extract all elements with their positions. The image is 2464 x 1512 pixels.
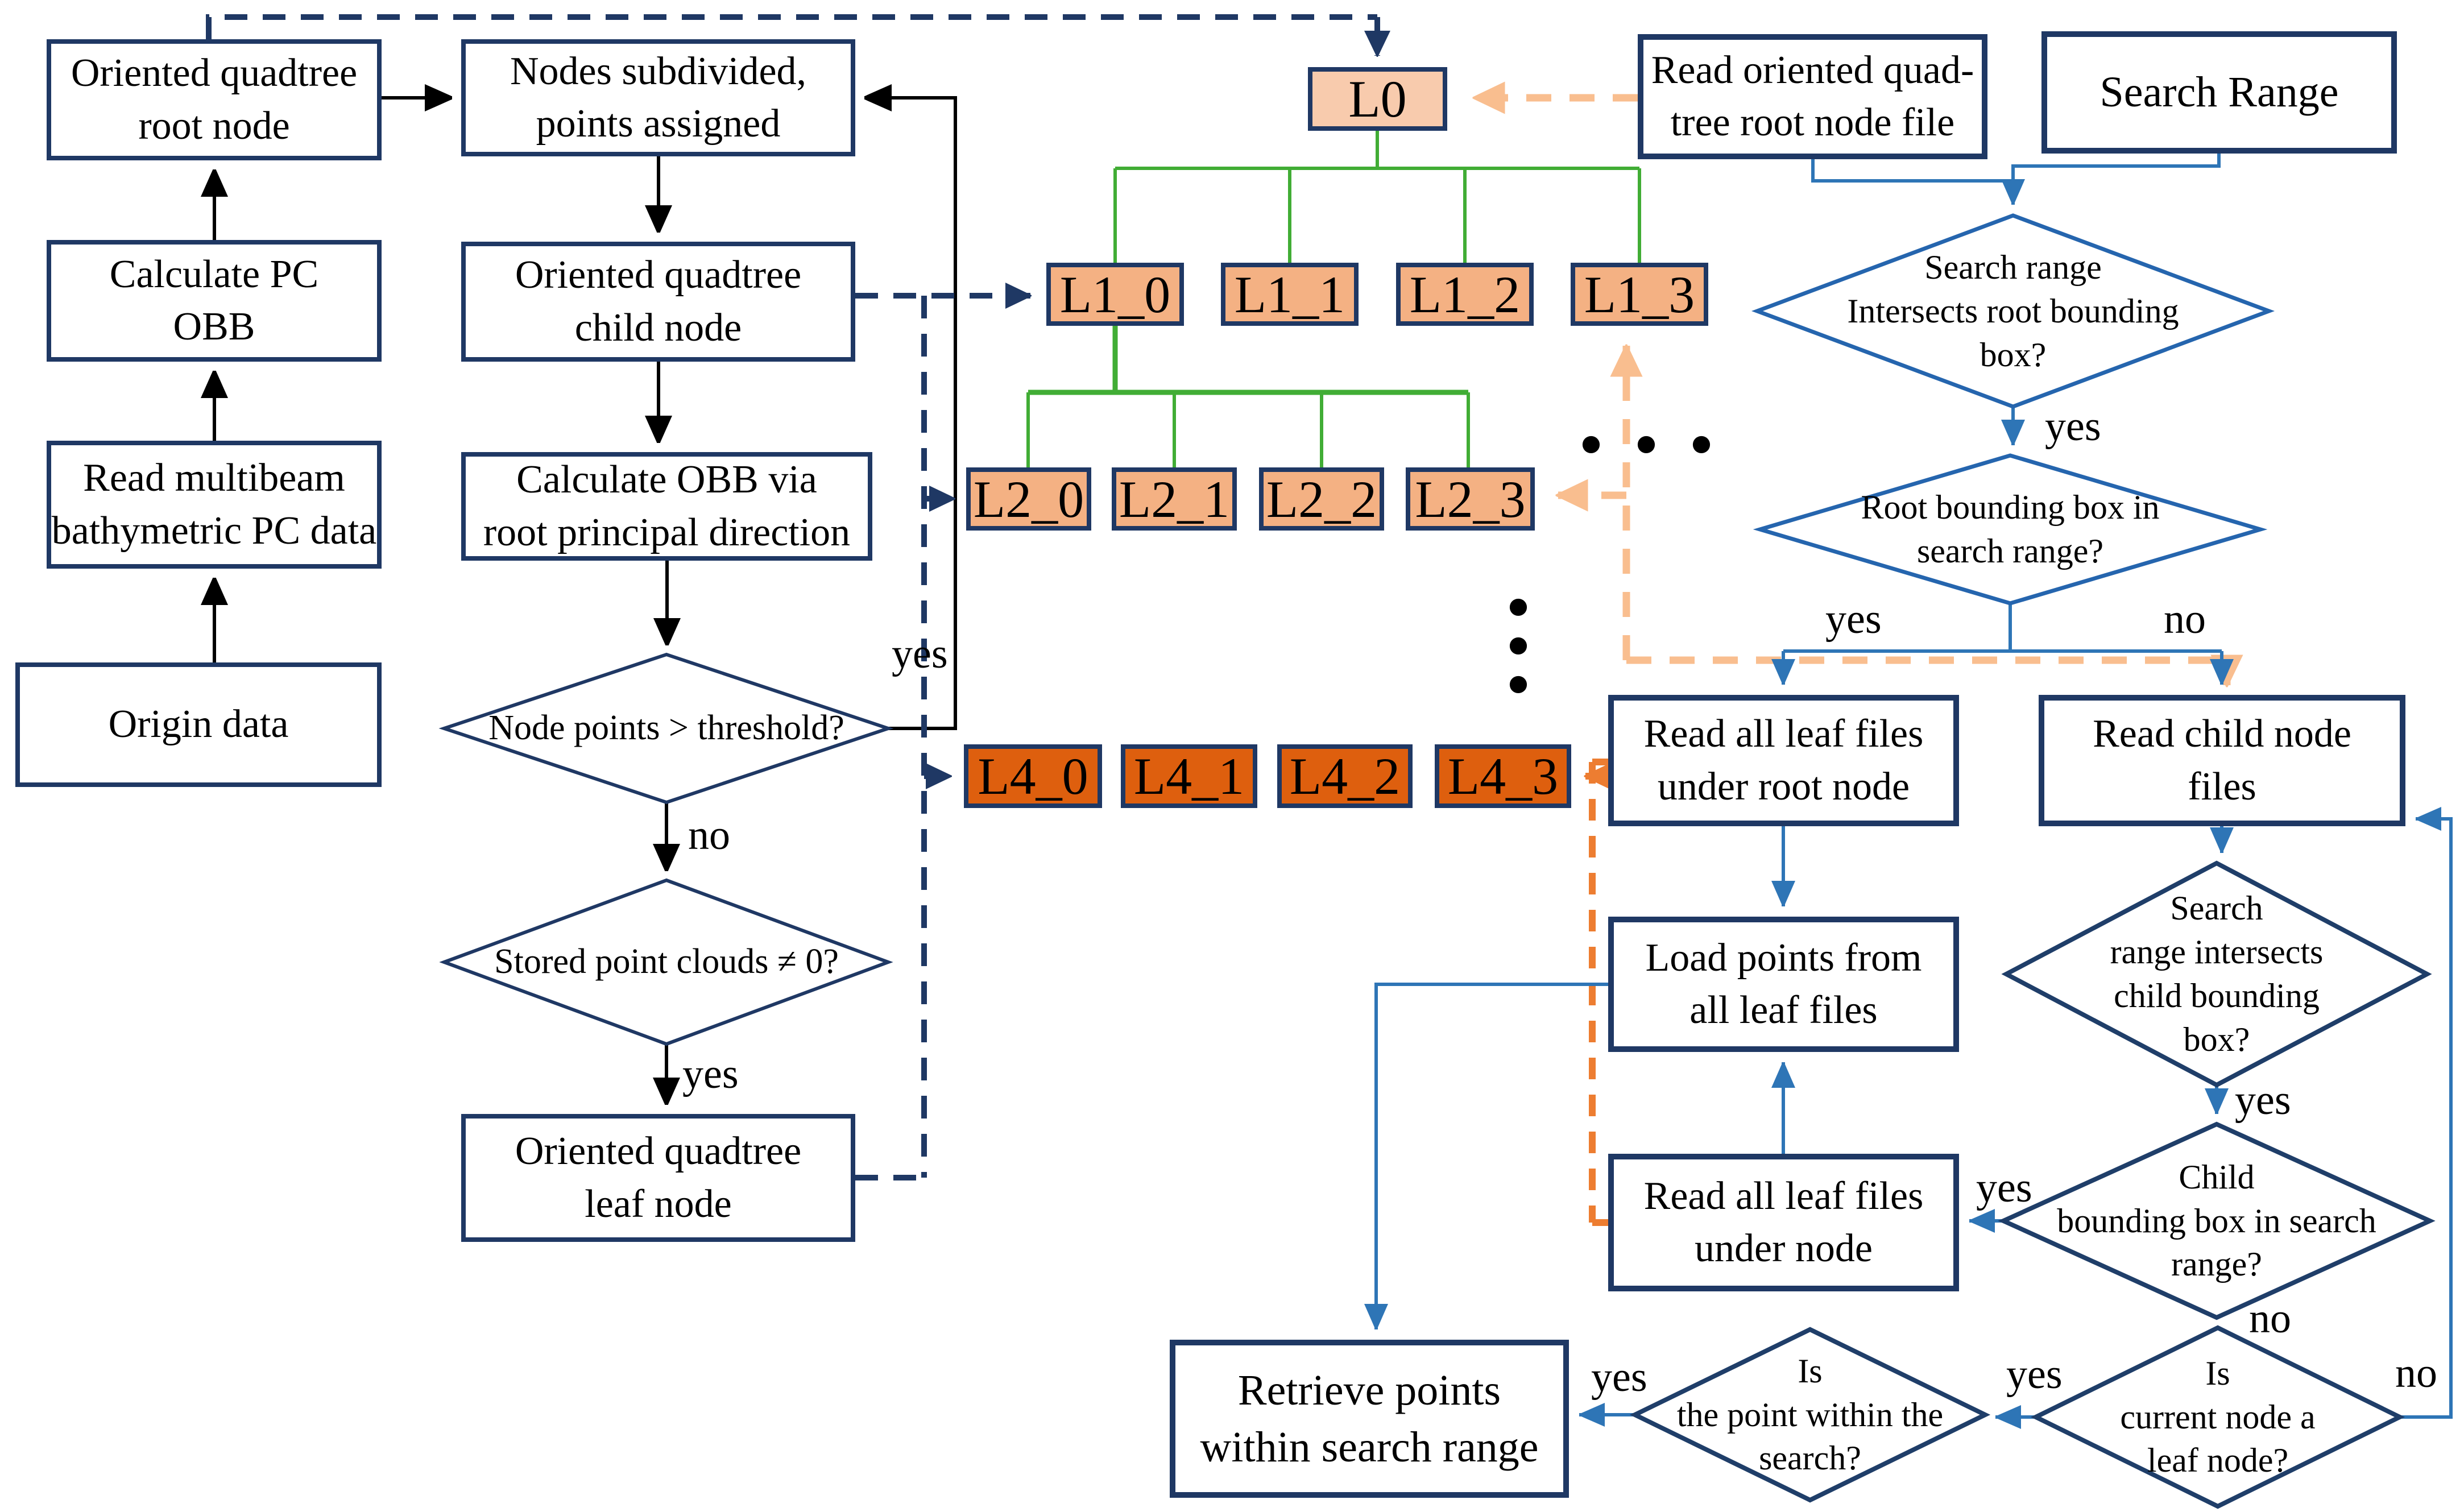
read-child-files-box: Read child node files bbox=[2039, 695, 2405, 826]
d5-yes-label: yes bbox=[2006, 1351, 2063, 1398]
threshold-no-label: no bbox=[688, 812, 730, 859]
tree-node-l2-0: L2_0 bbox=[966, 467, 1091, 531]
vertical-ellipsis-icon: ••• bbox=[1502, 581, 1534, 715]
read-root-file-box: Read oriented quad- tree root node file bbox=[1638, 34, 1987, 159]
d5-no-label: no bbox=[2395, 1350, 2437, 1397]
search-range-box: Search Range bbox=[2041, 31, 2397, 154]
nodes-subdivided-box: Nodes subdivided, points assigned bbox=[461, 39, 855, 156]
d2-no-label: no bbox=[2164, 596, 2206, 643]
d4-no-label: no bbox=[2249, 1295, 2291, 1342]
tree-node-l1-1: L1_1 bbox=[1221, 263, 1359, 326]
d3-intersects-child-label: Search range intersects child bounding b… bbox=[2110, 889, 2324, 1058]
horizontal-ellipsis-icon: ••• bbox=[1575, 418, 1717, 475]
tree-node-l2-1: L2_1 bbox=[1112, 467, 1237, 531]
d2-yes-label: yes bbox=[1825, 596, 1882, 643]
d4-yes-label: yes bbox=[1976, 1165, 2032, 1211]
navy-dashed-links bbox=[206, 14, 1377, 1180]
tree-node-l2-2: L2_2 bbox=[1259, 467, 1384, 531]
d6-yes-label: yes bbox=[1591, 1354, 1647, 1401]
black-flow bbox=[214, 98, 957, 1105]
calc-obb-root-direction-box: Calculate OBB via root principal directi… bbox=[461, 452, 872, 561]
tree-node-l2-3: L2_3 bbox=[1406, 467, 1535, 531]
oriented-root-node-box: Oriented quadtree root node bbox=[47, 39, 382, 160]
tree-node-l1-2: L1_2 bbox=[1396, 263, 1534, 326]
blue-flow bbox=[1376, 154, 2453, 1417]
origin-data-box: Origin data bbox=[15, 662, 382, 787]
threshold-decision-label: Node points > threshold? bbox=[488, 709, 844, 748]
tree-node-l4-1: L4_1 bbox=[1121, 744, 1257, 808]
read-leaf-node-box: Read all leaf files under node bbox=[1608, 1154, 1959, 1291]
d4-child-in-range-label: Child bounding box in search range? bbox=[2057, 1158, 2376, 1283]
tree-links bbox=[1026, 131, 1641, 467]
load-points-box: Load points from all leaf files bbox=[1608, 917, 1959, 1052]
retrieve-points-box: Retrieve points within search range bbox=[1170, 1340, 1569, 1498]
tree-node-l4-3: L4_3 bbox=[1435, 744, 1571, 808]
d5-is-leaf-label: Is current node a leaf node? bbox=[2120, 1354, 2316, 1480]
d1-yes-label: yes bbox=[2045, 403, 2101, 450]
threshold-yes-label: yes bbox=[892, 631, 948, 677]
tree-node-l1-0: L1_0 bbox=[1046, 263, 1184, 326]
calculate-pc-obb-box: Calculate PC OBB bbox=[47, 240, 382, 362]
orange-dashed-links bbox=[1585, 759, 1608, 1226]
leaf-node-box: Oriented quadtree leaf node bbox=[461, 1114, 855, 1242]
d3-yes-label: yes bbox=[2235, 1077, 2291, 1124]
tree-node-l0: L0 bbox=[1308, 67, 1447, 131]
d6-point-in-search-label: Is the point within the search? bbox=[1676, 1352, 1944, 1477]
d1-intersects-root-label: Search range Intersects root bounding bo… bbox=[1847, 248, 2179, 374]
d2-root-in-range-label: Root bounding box in search range? bbox=[1861, 488, 2160, 570]
tree-node-l1-3: L1_3 bbox=[1571, 263, 1708, 326]
stored-yes-label: yes bbox=[682, 1051, 739, 1097]
child-node-box: Oriented quadtree child node bbox=[461, 242, 855, 362]
decision-diamonds bbox=[438, 213, 2436, 1509]
tree-node-l4-2: L4_2 bbox=[1277, 744, 1413, 808]
read-leaf-root-box: Read all leaf files under root node bbox=[1608, 695, 1959, 826]
stored-clouds-decision-label: Stored point clouds ≠ 0? bbox=[494, 942, 839, 981]
tree-node-l4-0: L4_0 bbox=[964, 744, 1102, 808]
read-multibeam-box: Read multibeam bathymetric PC data bbox=[47, 441, 382, 569]
